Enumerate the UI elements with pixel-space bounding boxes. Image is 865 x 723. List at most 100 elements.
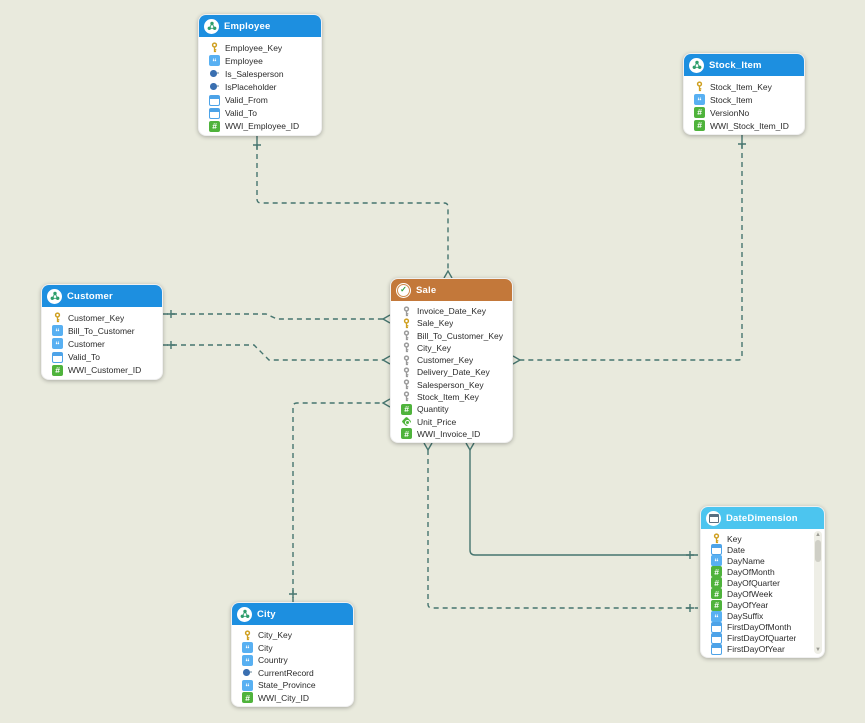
boolean-type-icon [209, 81, 220, 92]
text-type-icon: “ [242, 654, 253, 666]
field-row-valid_from[interactable]: Valid_From [209, 94, 317, 107]
field-name: Quantity [417, 404, 449, 415]
field-name: WWI_Customer_ID [68, 365, 142, 376]
field-row-customer[interactable]: “Customer [52, 337, 158, 350]
field-row-dayofquarter[interactable]: #DayOfQuarter [711, 577, 812, 589]
field-name: WWI_Invoice_ID [417, 428, 481, 439]
field-row-date[interactable]: Date [711, 544, 812, 556]
scroll-up-icon[interactable]: ▲ [815, 532, 821, 538]
one-end-marker [167, 341, 175, 349]
field-row-employee[interactable]: “Employee [209, 54, 317, 67]
rel-customer-sale-2[interactable] [163, 341, 391, 365]
field-name: FirstDayOfQuarter [727, 633, 797, 644]
text-type-icon: “ [242, 642, 253, 654]
foreign-key-icon [401, 305, 412, 317]
field-name: Date [727, 544, 745, 555]
integer-type-icon: # [242, 692, 253, 704]
field-row-isplaceholder[interactable]: IsPlaceholder [209, 80, 317, 93]
field-row-valid_to[interactable]: Valid_To [52, 351, 158, 364]
rel-customer-sale-1[interactable] [163, 310, 391, 324]
table-header-sale[interactable]: ✓Sale [391, 279, 512, 301]
field-row-stock_item_key[interactable]: Stock_Item_Key [401, 391, 508, 403]
field-name: DayOfQuarter [727, 577, 780, 588]
rel-employee-sale[interactable] [253, 136, 453, 279]
scroll-down-icon[interactable]: ▼ [815, 647, 821, 653]
text-type-icon: “ [711, 555, 722, 566]
field-name: DayOfYear [727, 600, 769, 610]
primary-key-icon [52, 312, 63, 323]
primary-key-icon [711, 533, 722, 544]
field-row-daysuffix[interactable]: “DaySuffix [711, 610, 812, 622]
integer-type-icon: # [711, 566, 722, 578]
field-row-key[interactable]: Key [711, 533, 812, 544]
field-row-state_province[interactable]: “State_Province [242, 679, 349, 692]
rel-city-sale[interactable] [289, 398, 391, 602]
field-row-bill_to_customer[interactable]: “Bill_To_Customer [52, 324, 158, 337]
table-header-city[interactable]: City [232, 603, 353, 625]
rel-datedimension-sale-dashed[interactable] [423, 442, 698, 612]
field-row-wwi_city_id[interactable]: #WWI_City_ID [242, 692, 349, 705]
check-icon: ✓ [396, 282, 411, 298]
field-row-wwi_stock_item_id[interactable]: #WWI_Stock_Item_ID [694, 119, 800, 132]
scroll-thumb[interactable] [815, 540, 821, 562]
field-name: Is_Salesperson [225, 68, 284, 79]
table-header-customer[interactable]: Customer [42, 285, 162, 307]
field-row-dayname[interactable]: “DayName [711, 555, 812, 566]
many-end-marker [381, 398, 391, 408]
field-name: Employee_Key [225, 42, 283, 53]
field-row-is_salesperson[interactable]: Is_Salesperson [209, 67, 317, 80]
field-row-firstdayofyear[interactable]: FirstDayOfYear [711, 643, 812, 655]
field-row-salesperson_key[interactable]: Salesperson_Key [401, 379, 508, 391]
field-row-wwi_employee_id[interactable]: #WWI_Employee_ID [209, 120, 317, 133]
field-row-firstdayofmonth[interactable]: FirstDayOfMonth [711, 621, 812, 633]
field-row-dayofweek[interactable]: #DayOfWeek [711, 588, 812, 600]
date-type-icon [209, 107, 220, 119]
field-row-city_key[interactable]: City_Key [401, 342, 508, 354]
many-end-marker [423, 442, 433, 452]
field-name: Key [727, 533, 742, 544]
field-row-versionno[interactable]: #VersionNo [694, 106, 800, 119]
field-row-currentrecord[interactable]: CurrentRecord [242, 667, 349, 680]
field-row-city[interactable]: “City [242, 642, 349, 655]
field-name: DayOfWeek [727, 588, 773, 599]
integer-type-icon: # [694, 120, 705, 131]
field-row-dayofmonth[interactable]: #DayOfMonth [711, 566, 812, 578]
field-row-valid_to[interactable]: Valid_To [209, 107, 317, 120]
field-row-sale_key[interactable]: Sale_Key [401, 317, 508, 329]
field-row-quantity[interactable]: #Quantity [401, 403, 508, 415]
field-row-invoice_date_key[interactable]: Invoice_Date_Key [401, 305, 508, 317]
field-row-customer_key[interactable]: Customer_Key [401, 354, 508, 366]
field-row-delivery_date_key[interactable]: Delivery_Date_Key [401, 366, 508, 378]
field-row-city_key[interactable]: City_Key [242, 629, 349, 642]
field-row-customer_key[interactable]: Customer_Key [52, 311, 158, 324]
cluster-icon [237, 606, 252, 622]
field-row-stock_item_key[interactable]: Stock_Item_Key [694, 80, 800, 93]
table-header-stock_item[interactable]: Stock_Item [684, 54, 804, 76]
table-scrollbar[interactable]: ▲▼ [814, 531, 822, 654]
field-row-country[interactable]: “Country [242, 654, 349, 667]
field-row-firstdayofquarter[interactable]: FirstDayOfQuarter [711, 632, 812, 644]
field-row-employee_key[interactable]: Employee_Key [209, 41, 317, 54]
text-type-icon: “ [209, 55, 220, 67]
field-row-unit_price[interactable]: Unit_Price [401, 415, 508, 427]
field-row-wwi_invoice_id[interactable]: #WWI_Invoice_ID [401, 428, 508, 440]
field-name: Sale_Key [417, 318, 454, 329]
field-name: WWI_Employee_ID [225, 121, 300, 132]
rel-stockitem-sale[interactable] [512, 135, 746, 365]
rel-datedimension-sale-solid[interactable] [465, 442, 698, 559]
field-row-bill_to_customer_key[interactable]: Bill_To_Customer_Key [401, 330, 508, 342]
field-row-wwi_customer_id[interactable]: #WWI_Customer_ID [52, 364, 158, 377]
table-header-employee[interactable]: Employee [199, 15, 321, 37]
field-row-stock_item[interactable]: “Stock_Item [694, 93, 800, 106]
field-row-dayofyear[interactable]: #DayOfYear [711, 599, 812, 611]
table-header-datedimension[interactable]: DateDimension [701, 507, 824, 529]
